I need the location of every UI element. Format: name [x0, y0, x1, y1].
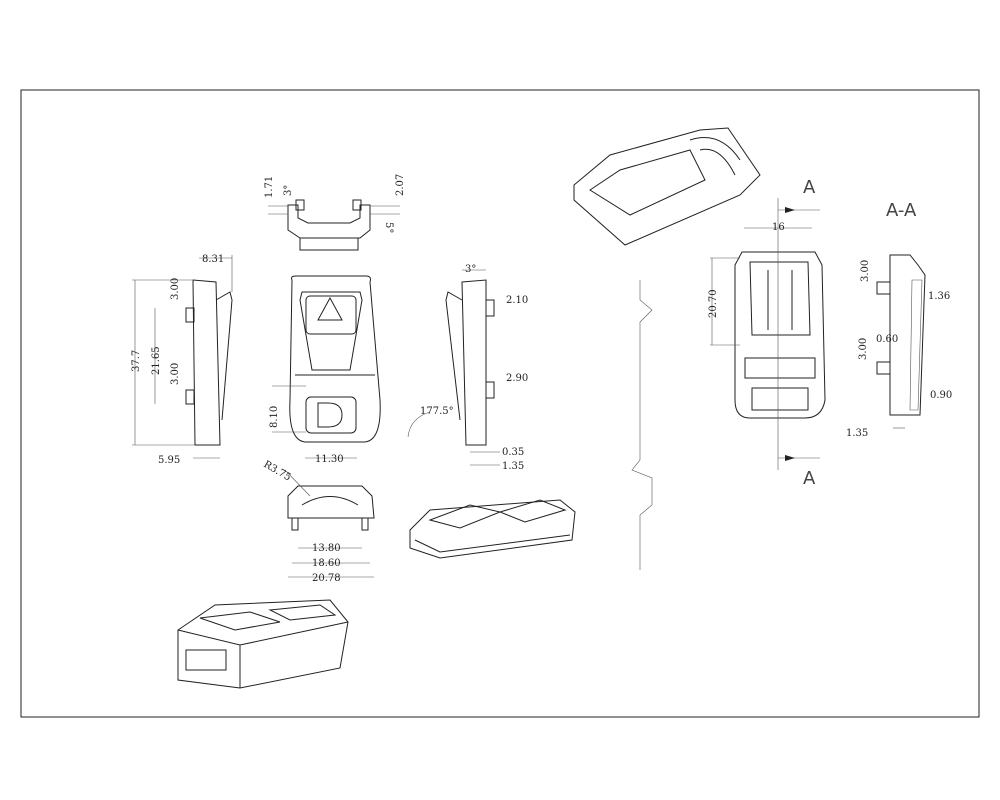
- top-view: 1.71 3° 2.07 5°: [264, 174, 406, 251]
- dim-1-35-aa: 1.35: [846, 428, 868, 439]
- dim-18-60: 18.60: [312, 558, 341, 569]
- dim-1-35: 1.35: [502, 461, 524, 472]
- angle-3-right: 3°: [465, 264, 476, 275]
- dim-3-00-top: 3.00: [170, 278, 181, 300]
- dim-8-31: 8.31: [202, 254, 224, 265]
- break-line: [631, 280, 653, 570]
- angle-3: 3°: [283, 185, 294, 196]
- dim-2-10: 2.10: [506, 295, 528, 306]
- dim-1-36: 1.36: [928, 291, 950, 302]
- dim-5-95: 5.95: [158, 455, 180, 466]
- section-aa-view: A-A 3.00 1.36 3.00 0.60 0.90 1.35: [846, 200, 952, 439]
- drawing-border: [20, 89, 980, 718]
- section-marker-top: A: [803, 177, 816, 198]
- dim-2-07: 2.07: [395, 174, 406, 196]
- left-side-view: 8.31 3.00 21.65 3.00 37.7 5.95: [131, 254, 233, 466]
- section-front-view: A A 16 20.70: [708, 177, 826, 489]
- dim-21-65: 21.65: [151, 346, 162, 375]
- front-view: 8.10 11.30: [269, 275, 381, 465]
- dim-1-71: 1.71: [264, 176, 275, 198]
- isometric-view-3: [573, 127, 761, 246]
- angle-5: 5°: [383, 222, 394, 233]
- section-aa-label: A-A: [886, 200, 917, 221]
- section-arrows: [785, 207, 795, 461]
- right-side-view: 3° 2.10 2.90 177.5° 0.35 1.35: [407, 264, 528, 472]
- angle-177-5: 177.5°: [420, 406, 454, 417]
- dim-3-00-aa-bottom: 3.00: [858, 338, 869, 360]
- dim-11-30: 11.30: [315, 454, 344, 465]
- dim-20-70: 20.70: [708, 289, 719, 318]
- section-marker-bottom: A: [803, 468, 816, 489]
- dim-0-60: 0.60: [876, 334, 898, 345]
- dim-2-90: 2.90: [506, 373, 528, 384]
- dim-0-90: 0.90: [930, 390, 952, 401]
- dim-3-00-bottom: 3.00: [170, 363, 181, 385]
- radius-r3-75: R3.75: [262, 459, 293, 483]
- dim-20-78: 20.78: [312, 573, 341, 584]
- dim-0-35: 0.35: [502, 447, 524, 458]
- dim-13-80: 13.80: [312, 543, 341, 554]
- dim-37-7: 37.7: [131, 350, 142, 372]
- isometric-view-2: [177, 599, 349, 689]
- bottom-view: R3.75 13.80 18.60 20.78: [262, 459, 375, 584]
- dim-8-10: 8.10: [269, 406, 280, 428]
- dim-16: 16: [772, 222, 785, 233]
- dim-3-00-aa-top: 3.00: [860, 260, 871, 282]
- isometric-view-1: [409, 499, 576, 559]
